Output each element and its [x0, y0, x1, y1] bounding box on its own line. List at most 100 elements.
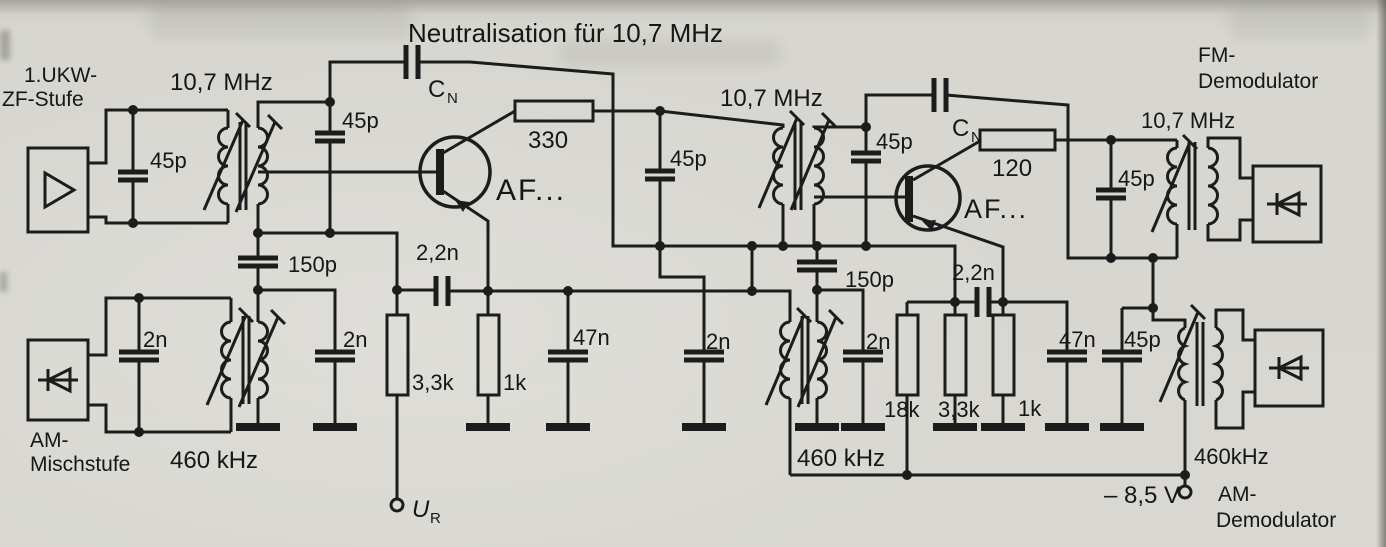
- diode-icon: [38, 366, 78, 394]
- scan-edge-shadow: [0, 0, 1386, 14]
- capacitor-47n-1: [548, 349, 588, 363]
- capacitor-45p-secondary-1: [315, 102, 345, 233]
- am-mixer-label-2: Mischstufe: [30, 453, 130, 476]
- resistor-1k-1: [476, 313, 501, 397]
- paper-bleedthrough: [560, 40, 780, 66]
- capacitor-47n-2: [1047, 349, 1087, 363]
- ukw-block-label-1: 1.UKW-: [24, 64, 97, 87]
- res-330-label: 330: [528, 127, 568, 154]
- transformer-core-icon: [1195, 322, 1205, 406]
- transformer-core-icon: [793, 122, 803, 210]
- resistor-18k: [895, 313, 920, 397]
- capacitor-150p-2: [797, 259, 837, 273]
- capacitor-2n-base-2: [843, 349, 883, 363]
- fm-demod-label-2: Demodulator: [1198, 70, 1318, 93]
- am-mixer-block: [26, 338, 90, 422]
- capacitor-2n2-coupling-2: [974, 287, 992, 317]
- transistor-2-label: AF...: [964, 194, 1028, 224]
- paper-bleedthrough: [150, 4, 410, 38]
- capacitor-45p-tank-3: [1096, 140, 1126, 258]
- cap-2n-base1-label: 2n: [343, 327, 367, 352]
- cap-45p-sec1-label: 45p: [342, 108, 379, 133]
- cn2-label: C: [952, 115, 969, 142]
- ur-label: U: [412, 496, 430, 523]
- am-mixer-label-1: AM-: [30, 429, 69, 452]
- cap-2n-am1-label: 2n: [143, 327, 167, 352]
- neutralization-cap-2: [864, 78, 1177, 260]
- if-freq-2-label: 10,7 MHz: [720, 85, 823, 112]
- transformer-core-icon: [1187, 142, 1197, 230]
- tuning-arrow-icon: [1150, 133, 1199, 233]
- am-freq-2-label: 460 kHz: [797, 445, 885, 472]
- tuning-arrow-icon: [757, 109, 806, 209]
- cap-45p-tank2-label: 45p: [670, 146, 707, 171]
- capacitor-45p-supply: [1102, 349, 1142, 363]
- res-1k-1-label: 1k: [503, 370, 527, 395]
- am-demod-network: [790, 258, 1325, 500]
- pnp-emitter-arrow-icon: [922, 220, 936, 231]
- capacitor-2n2-coupling: [433, 276, 451, 306]
- resistor-1k-2: [991, 313, 1016, 397]
- neutralization-cap-1: [328, 45, 957, 302]
- res-1k-2-label: 1k: [1018, 396, 1042, 421]
- am-demod-label-2: Demodulator: [1216, 509, 1336, 532]
- res-3k3-2-label: 3,3k: [938, 397, 981, 422]
- cap-150p-2-label: 150p: [845, 267, 894, 292]
- cap-22n-1-label: 2,2n: [416, 240, 459, 265]
- paper-bleedthrough: [1230, 8, 1370, 38]
- transformer-core-icon: [800, 316, 810, 404]
- tuning-arrow-icon: [1158, 303, 1207, 403]
- pnp-emitter-arrow-icon: [455, 200, 469, 212]
- res-3k3-1-label: 3,3k: [412, 370, 455, 395]
- if-freq-1-label: 10,7 MHz: [170, 69, 273, 96]
- capacitor-2n-base-1: [315, 349, 355, 363]
- capacitor-45p-tank-2: [645, 111, 675, 246]
- cap-22n-2-label: 2,2n: [952, 260, 995, 285]
- diode-icon: [1269, 354, 1309, 382]
- tuning-arrow-icon: [789, 111, 838, 211]
- ukw-block-label-2: ZF-Stufe: [2, 88, 84, 111]
- cap-2n-tank-label: 2n: [706, 329, 730, 354]
- stage2-am-network: [658, 246, 885, 475]
- if-transformer-fm-3: [1150, 133, 1253, 258]
- if-transformer-fm-2: [757, 109, 866, 246]
- tuning-arrow-icon: [764, 306, 813, 406]
- capacitor-45p-input-tank: [118, 110, 148, 223]
- supply-voltage-label: – 8,5 V: [1104, 482, 1180, 509]
- stage2-bias-network: [895, 287, 1153, 475]
- res-18k-label: 18k: [884, 397, 920, 422]
- cap-150p-1-label: 150p: [288, 252, 337, 277]
- am-demodulator-block: [1253, 328, 1325, 408]
- scan-smudge: [0, 30, 10, 60]
- tuning-arrow-icon: [205, 306, 255, 406]
- cn2-sub-label: N: [971, 129, 982, 146]
- amplifier-icon: [43, 170, 77, 210]
- junction-dots: [128, 97, 1190, 480]
- stage1-am-network: [26, 233, 357, 434]
- schematic-title: Neutralisation für 10,7 MHz: [408, 18, 723, 48]
- if-transformer-fm-1: [202, 100, 330, 233]
- cap-45p-supply-label: 45p: [1124, 327, 1161, 352]
- transformer-core-icon: [238, 122, 248, 210]
- supply-terminal: [1177, 484, 1193, 500]
- ur-terminal: [389, 497, 405, 513]
- cap-45p-sec2-label: 45p: [876, 129, 913, 154]
- resistor-3k3-2: [943, 313, 968, 397]
- diode-icon: [1267, 190, 1307, 218]
- cap-47n-2-label: 47n: [1059, 327, 1096, 352]
- am-demod-label-1: AM-: [1218, 483, 1257, 506]
- tuning-arrow-icon: [796, 308, 845, 408]
- cap-2n-base2-label: 2n: [866, 329, 890, 354]
- cap-47n-1-label: 47n: [573, 325, 610, 350]
- tuning-arrow-icon: [234, 113, 284, 213]
- am-freq-3-label: 460kHz: [1194, 444, 1269, 469]
- res-120-label: 120: [992, 155, 1032, 182]
- fm-demod-label-1: FM-: [1198, 44, 1235, 67]
- ukw-if-stage-block: [26, 108, 228, 234]
- resistor-120: [978, 128, 1177, 152]
- transistor-2-symbol: [894, 139, 1005, 302]
- transistor-1-label: AF...: [496, 174, 566, 207]
- capacitor-2n-am-tank: [119, 349, 159, 363]
